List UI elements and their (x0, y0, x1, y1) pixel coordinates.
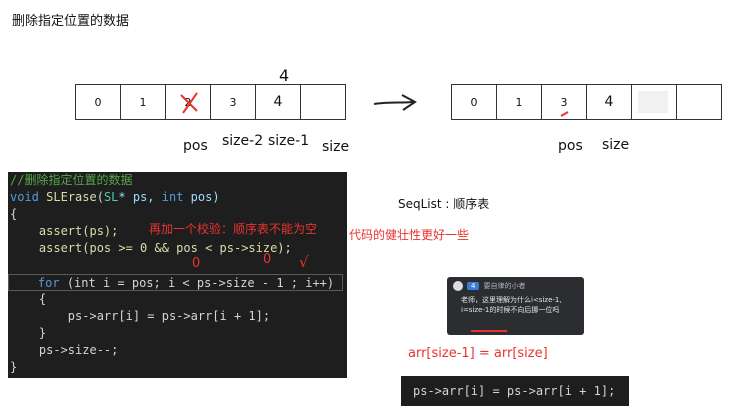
code-line-1: //删除指定位置的数据 (10, 172, 132, 189)
right-arrow-icon (373, 94, 417, 111)
code-sig-rest2: pos) (183, 190, 220, 204)
code-sig-rest1: * ps, (118, 190, 162, 204)
right-cell-2-value: 3 (560, 95, 568, 109)
label-size-left: size (322, 139, 350, 155)
code-for-rest: (int i = pos; i < ps->size - 1 ; i++) (59, 276, 335, 290)
code-snippet: ps->arr[i] = ps->arr[i + 1]; (401, 376, 629, 406)
right-cell-2: 3 (541, 84, 587, 120)
code-sig-type: SL (103, 190, 119, 204)
right-cell-3: 4 (586, 84, 632, 120)
label-size-2: size-2 (222, 133, 264, 149)
chat-user: 要自律的小者 (483, 282, 526, 290)
left-array: 0 1 2 3 4 (75, 84, 346, 120)
code-sig-fn: SLErase (46, 190, 97, 204)
equation-note: arr[size-1] = arr[size] (408, 346, 548, 361)
code-line-5: assert(pos >= 0 && pos < ps->size); (10, 240, 292, 257)
code-block: //删除指定位置的数据 void SLErase(SL* ps, int pos… (8, 172, 347, 378)
label-pos-right: pos (558, 138, 583, 154)
hand-mark-2: 0 (263, 252, 272, 267)
left-cell-3: 3 (210, 84, 256, 120)
red-tick-icon (560, 111, 569, 117)
right-cell-5 (676, 84, 722, 120)
code-sig-kw2: int (161, 190, 184, 204)
code-line-11: } (10, 360, 18, 374)
right-cell-4 (631, 84, 677, 120)
strike-mark-icon (180, 92, 198, 114)
code-sig-kw: void (10, 190, 39, 204)
code-line-3: { (10, 207, 18, 221)
code-line-6: for (int i = pos; i < ps->size - 1 ; i++… (8, 274, 343, 291)
left-cell-0: 0 (75, 84, 121, 120)
code-comment: //删除指定位置的数据 (10, 173, 133, 187)
code-line-10: ps->size--; (10, 343, 119, 357)
left-cell-1: 1 (120, 84, 166, 120)
avatar (453, 281, 463, 291)
code-line-2: void SLErase(SL* ps, int pos) (10, 190, 220, 204)
right-array: 0 1 3 4 (451, 84, 722, 120)
hand-mark-3: √ (299, 253, 309, 271)
right-cell-1: 1 (496, 84, 542, 120)
left-cell-5 (300, 84, 346, 120)
hand-mark-1: 0 (192, 256, 201, 271)
code-line-4: assert(ps); (10, 223, 118, 240)
right-cell-0: 0 (451, 84, 497, 120)
underline-mark-icon (471, 330, 507, 332)
code-for-kw: for (37, 276, 60, 290)
check-note: 再加一个校验：顺序表不能为空 (149, 222, 318, 236)
code-assert2: assert(pos >= 0 && pos < ps->size); (10, 241, 292, 255)
erased-patch (638, 91, 668, 113)
page-title: 删除指定位置的数据 (12, 14, 130, 29)
left-cell-2: 2 (165, 84, 211, 120)
code-line-9: } (10, 326, 47, 340)
chat-tag: 4 (467, 282, 480, 290)
robust-note: 代码的健壮性更好一些 (349, 228, 470, 242)
label-pos-left: pos (183, 138, 208, 154)
seqlist-label: SeqList : 顺序表 (398, 197, 490, 211)
handwritten-four: 4 (279, 66, 290, 85)
chat-text: 老师，这里理解为什么i<size-1, i=size-1的时候不向后挪一位吗 (461, 296, 562, 314)
left-cell-4: 4 (255, 84, 301, 120)
code-line-8: ps->arr[i] = ps->arr[i + 1]; (10, 309, 271, 323)
label-size-1: size-1 (268, 133, 310, 149)
code-assert1: assert(ps); (10, 224, 119, 238)
code-line-7: { (10, 292, 47, 306)
chat-message: 4 要自律的小者 老师，这里理解为什么i<size-1, i=size-1的时候… (447, 277, 584, 335)
label-size-right: size (602, 137, 630, 153)
